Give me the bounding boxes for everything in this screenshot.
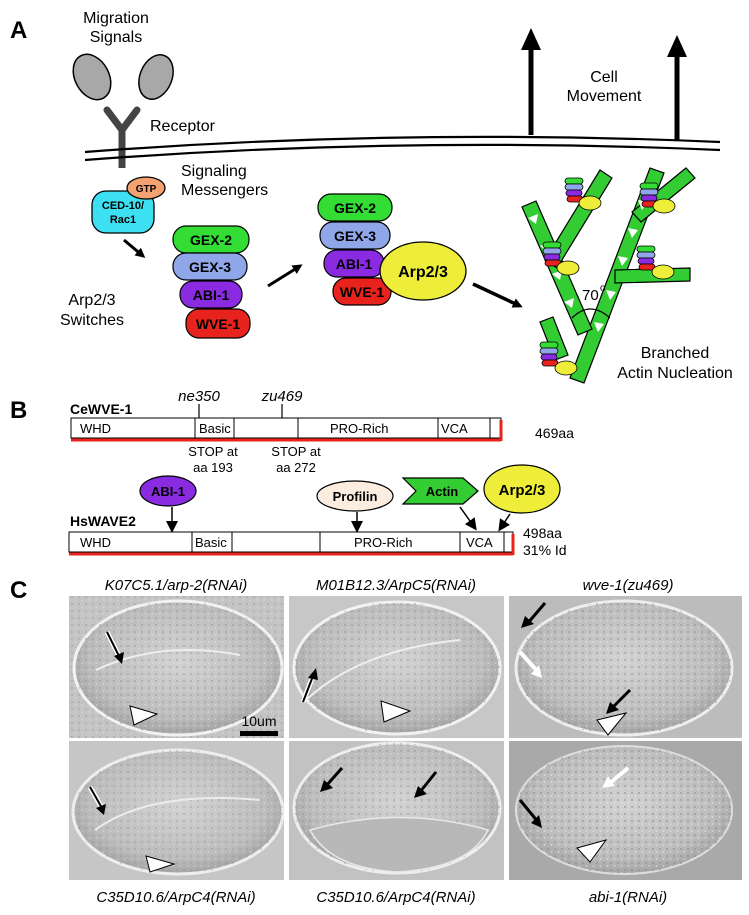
membrane-outer — [84, 135, 721, 154]
arrow-to-active-complex — [267, 264, 303, 288]
mutation-zu469: zu469 — [261, 388, 304, 405]
arp23-binder-label: Arp2/3 — [499, 482, 546, 499]
angle-value: 70 — [582, 287, 599, 304]
actin-binder-arrow — [459, 506, 477, 531]
stop1-line1: STOP at — [188, 444, 238, 459]
hswave2-length: 498aa — [523, 525, 562, 541]
cewve1-domain-basic: Basic — [199, 421, 231, 436]
image-label-bottom-3: abi-1(RNAi) — [589, 889, 667, 906]
scale-bar-label: 10um — [241, 713, 276, 729]
mini-complex-1 — [564, 177, 602, 211]
arp23-binder-arrow — [498, 513, 511, 532]
micrograph-bottom-3 — [509, 741, 742, 880]
hswave2-name: HsWAVE2 — [70, 513, 136, 529]
cewve1-domain-pro-rich: PRO-Rich — [330, 421, 389, 436]
hswave2-domain-vca: VCA — [466, 535, 493, 550]
mutation-ne350: ne350 — [178, 388, 220, 405]
mini-complex-3 — [542, 241, 580, 276]
cell-movement-label-2: Movement — [567, 88, 642, 105]
image-label-bottom-2: C35D10.6/ArpC4(RNAi) — [316, 889, 475, 906]
gtp-label: GTP — [136, 184, 157, 195]
abi1-binder — [139, 475, 197, 507]
stop2-line1: STOP at — [271, 444, 321, 459]
micrograph-bottom-1 — [69, 741, 285, 880]
cewve1-protein-bar — [70, 417, 503, 442]
stop2-line2: aa 272 — [276, 460, 316, 475]
image-label-bottom-1: C35D10.6/ArpC4(RNAi) — [96, 889, 255, 906]
arp23-middle-label: Arp2/3 — [398, 264, 448, 281]
micrograph-top-1 — [69, 596, 284, 738]
profilin-binder-label: Profilin — [333, 489, 378, 504]
membrane-inner — [84, 143, 721, 162]
actin-binder — [401, 477, 479, 505]
hswave2-domain-pro-rich: PRO-Rich — [354, 535, 413, 550]
abi1-left-label: ABI-1 — [193, 287, 230, 303]
arrow-to-branched-actin — [472, 282, 523, 308]
abi1-middle-label: ABI-1 — [336, 256, 373, 272]
signaling-messengers-label-2: Messengers — [181, 182, 268, 199]
receptor-icon — [103, 106, 141, 136]
mini-complex-5 — [539, 341, 578, 376]
micrograph-annotations — [87, 602, 632, 873]
abi1-left — [179, 280, 243, 309]
gtp-oval — [126, 176, 166, 200]
ced10-label-2: Rac1 — [110, 214, 136, 226]
switches-label-2: Switches — [60, 312, 124, 329]
gex3-left-label: GEX-3 — [189, 259, 231, 275]
scale-bar — [240, 731, 278, 736]
wve1-left — [185, 308, 251, 339]
panel-c-letter: C — [10, 577, 27, 604]
ced10-rac1-box — [91, 190, 155, 234]
wve1-middle — [332, 277, 392, 306]
image-label-top-3: wve-1(zu469) — [583, 577, 674, 594]
actin-binder-label: Actin — [426, 484, 459, 499]
gex3-left — [172, 252, 248, 281]
ced10-label-1: CED-10/ — [102, 200, 144, 212]
wve1-left-label: WVE-1 — [196, 316, 241, 332]
arrow-ced10-to-complex — [123, 238, 146, 258]
panel-b-letter: B — [10, 397, 27, 424]
branched-actin-label-1: Branched — [641, 345, 710, 362]
switches-label-1: Arp2/3 — [68, 292, 115, 309]
cewve1-domain-vca: VCA — [441, 421, 468, 436]
migration-signals-label-2: Signals — [90, 29, 142, 46]
migration-signal-right — [138, 54, 174, 100]
hswave2-domain-basic: Basic — [195, 535, 227, 550]
gex3-middle-label: GEX-3 — [334, 228, 376, 244]
mini-complex-2 — [639, 182, 676, 214]
mini-complex-4 — [636, 245, 675, 280]
branch-angle-arc — [571, 308, 611, 319]
gex2-left-label: GEX-2 — [190, 232, 232, 248]
hswave2-identity: 31% Id — [523, 542, 567, 558]
image-label-top-2: M01B12.3/ArpC5(RNAi) — [316, 577, 476, 594]
migration-signals-label-1: Migration — [83, 10, 149, 27]
branched-actin-label-2: Actin Nucleation — [617, 365, 733, 382]
gex3-middle — [319, 221, 391, 250]
cewve1-name: CeWVE-1 — [70, 401, 132, 417]
gex2-middle-label: GEX-2 — [334, 200, 376, 216]
angle-degree: o — [600, 283, 606, 294]
cewve1-length: 469aa — [535, 425, 574, 441]
panel-a-letter: A — [10, 17, 27, 44]
abi1-binder-label: ABI-1 — [151, 484, 185, 499]
cewve1-domain-whd: WHD — [80, 421, 111, 436]
gex2-middle — [317, 193, 393, 222]
receptor-label: Receptor — [150, 118, 216, 135]
arp23-binder — [483, 464, 561, 514]
profilin-binder — [316, 480, 394, 512]
stop1-line2: aa 193 — [193, 460, 233, 475]
movement-arrowhead-right — [667, 35, 687, 57]
signaling-messengers-label-1: Signaling — [181, 163, 247, 180]
cell-movement-label-1: Cell — [590, 69, 618, 86]
micrograph-bottom-2 — [289, 741, 504, 880]
movement-arrowhead-left — [521, 28, 541, 50]
migration-signal-left — [72, 53, 112, 101]
wve1-middle-label: WVE-1 — [340, 284, 385, 300]
micrograph-top-3 — [509, 596, 742, 738]
hswave2-protein-bar — [68, 531, 515, 556]
hswave2-domain-whd: WHD — [80, 535, 111, 550]
image-label-top-1: K07C5.1/arp-2(RNAi) — [105, 577, 248, 594]
arp23-middle — [379, 241, 467, 301]
